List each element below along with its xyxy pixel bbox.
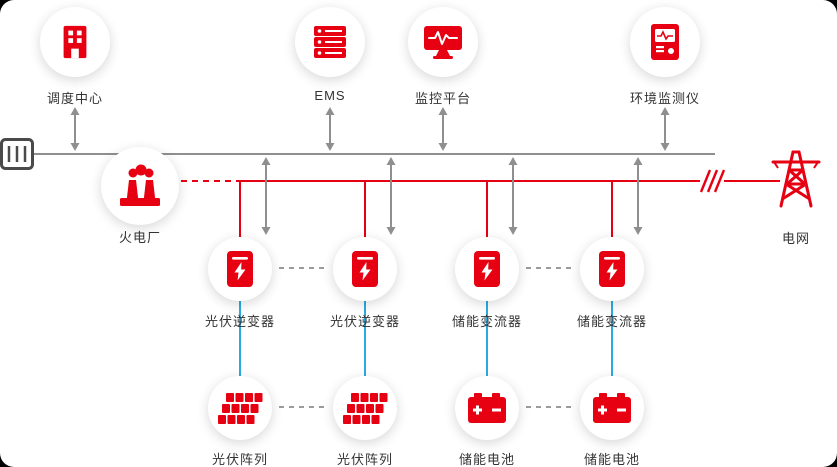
group-dashed-connector xyxy=(526,267,573,269)
node-monitoring-platform xyxy=(408,7,478,77)
pv-array-icon xyxy=(342,392,387,424)
pv-inverter-icon xyxy=(227,251,253,287)
double-arrow-icon xyxy=(438,107,448,151)
node-label: 光伏逆变器 xyxy=(204,314,276,329)
node-label: 调度中心 xyxy=(46,91,104,106)
double-arrow-icon xyxy=(386,157,396,235)
power-bus-line-right xyxy=(724,180,780,182)
node-storage-converter-1 xyxy=(455,237,519,301)
node-label: 储能电池 xyxy=(458,452,516,467)
environment-monitor-icon xyxy=(651,24,679,60)
node-environment-monitor xyxy=(630,7,700,77)
dc-link-line xyxy=(239,301,241,376)
node-thermal-plant xyxy=(101,147,179,225)
power-drop-line xyxy=(611,181,613,237)
power-bus-dashed-segment xyxy=(181,180,237,182)
node-pv-inverter-2 xyxy=(333,237,397,301)
node-label: 储能变流器 xyxy=(451,314,523,329)
monitoring-platform-icon xyxy=(424,26,462,59)
node-label: 储能变流器 xyxy=(576,314,648,329)
node-storage-battery-1 xyxy=(455,376,519,440)
dispatch-center-icon xyxy=(63,25,87,59)
node-label: 火电厂 xyxy=(118,230,162,245)
node-pv-inverter-1 xyxy=(208,237,272,301)
double-arrow-icon xyxy=(70,107,80,151)
power-drop-line xyxy=(486,181,488,237)
group-dashed-connector xyxy=(526,406,573,408)
double-arrow-icon xyxy=(508,157,518,235)
dc-link-line xyxy=(364,301,366,376)
node-pv-array-1 xyxy=(208,376,272,440)
storage-battery-icon xyxy=(593,393,631,423)
double-arrow-icon xyxy=(660,107,670,151)
pv-array-icon xyxy=(217,392,262,424)
node-dispatch-center xyxy=(40,7,110,77)
node-storage-converter-2 xyxy=(580,237,644,301)
line-break-slashes-icon xyxy=(699,169,726,193)
double-arrow-icon xyxy=(633,157,643,235)
node-label: 储能电池 xyxy=(583,452,641,467)
power-drop-line xyxy=(239,181,241,237)
node-label: 光伏阵列 xyxy=(211,452,269,467)
group-dashed-connector xyxy=(279,406,326,408)
double-arrow-icon xyxy=(261,157,271,235)
storage-converter-icon xyxy=(599,251,625,287)
node-label: 光伏逆变器 xyxy=(329,314,401,329)
node-label: EMS xyxy=(314,88,346,103)
thermal-plant-icon xyxy=(120,164,160,206)
storage-converter-icon xyxy=(474,251,500,287)
dc-link-line xyxy=(486,301,488,376)
node-label: 电网 xyxy=(781,231,811,246)
node-storage-battery-2 xyxy=(580,376,644,440)
power-drop-line xyxy=(364,181,366,237)
dc-link-line xyxy=(611,301,613,376)
transmission-tower-icon xyxy=(771,150,821,208)
communication-bus-line xyxy=(34,153,715,155)
group-dashed-connector xyxy=(279,267,326,269)
node-ems xyxy=(295,7,365,77)
pv-inverter-icon xyxy=(352,251,378,287)
double-arrow-icon xyxy=(325,107,335,151)
storage-battery-icon xyxy=(468,393,506,423)
node-pv-array-2 xyxy=(333,376,397,440)
power-bus-line xyxy=(237,180,700,182)
node-label: 监控平台 xyxy=(414,91,472,106)
node-label: 环境监测仪 xyxy=(629,91,701,106)
ems-server-icon xyxy=(314,26,346,58)
meter-icon xyxy=(0,138,34,170)
node-label: 光伏阵列 xyxy=(336,452,394,467)
